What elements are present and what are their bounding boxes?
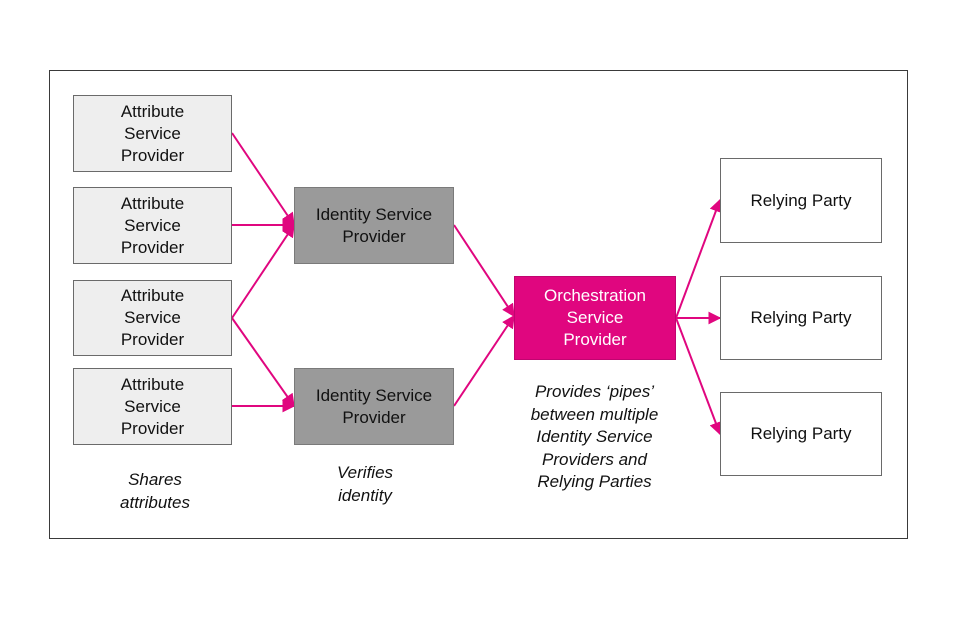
attribute-service-provider-box: Attribute Service Provider [73,368,232,445]
identity-service-provider-label: Identity Service Provider [315,385,433,427]
arrow-asp3-to-isp1 [231,223,295,319]
attribute-service-provider-box: Attribute Service Provider [73,95,232,172]
relying-party-box: Relying Party [720,392,882,476]
arrow-asp3-to-isp2 [231,317,295,408]
orchestration-service-provider-label: Orchestration Service Provider [543,286,647,349]
arrow-osp-to-rp3 [675,317,722,436]
attribute-service-provider-box: Attribute Service Provider [73,280,232,356]
relying-party-box: Relying Party [720,276,882,360]
orchestration-service-provider-box: Orchestration Service Provider [514,276,676,360]
identity-service-provider-box: Identity Service Provider [294,187,454,264]
arrow-osp-to-rp1 [675,198,723,319]
relying-party-label: Relying Party [750,424,852,443]
caption-verifies-identity: Verifies identity [336,463,394,505]
arrow-isp1-to-osp [453,224,515,318]
identity-service-provider-label: Identity Service Provider [315,204,433,246]
diagram-frame [49,70,908,539]
attribute-service-provider-box: Attribute Service Provider [73,187,232,264]
caption-provides-pipes: Provides ‘pipes’ between multiple Identi… [530,382,659,491]
arrow-isp2-to-osp [453,314,515,407]
attribute-service-provider-label: Attribute Service Provider [120,286,185,349]
relying-party-label: Relying Party [750,308,852,327]
attribute-service-provider-label: Attribute Service Provider [120,374,185,438]
attribute-service-provider-label: Attribute Service Provider [120,101,185,165]
attribute-service-provider-label: Attribute Service Provider [120,193,185,257]
relying-party-box: Relying Party [720,158,882,243]
caption-shares-attributes: Shares attributes [120,470,190,512]
arrow-asp1-to-isp1 [231,132,295,227]
identity-service-provider-box: Identity Service Provider [294,368,454,445]
relying-party-label: Relying Party [750,190,852,210]
